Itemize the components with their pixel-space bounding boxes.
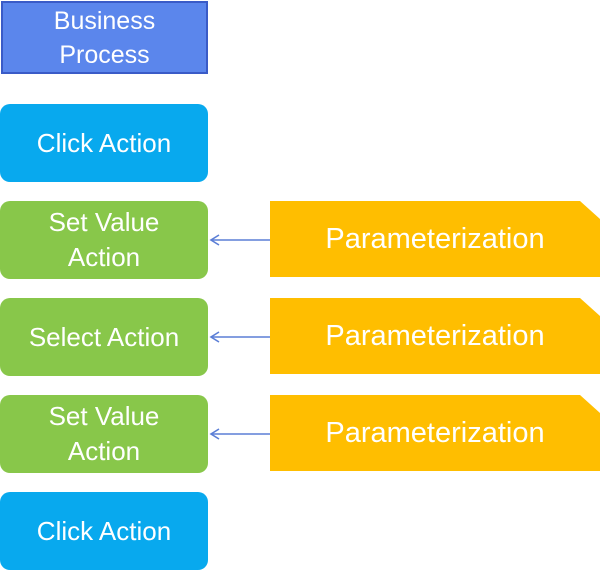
click-action-label-2: Click Action [36, 515, 172, 546]
parameterization-node-3: Parameterization [270, 395, 600, 471]
select-action-node: Select Action [0, 298, 208, 376]
click-action-label-1: Click Action [36, 127, 172, 158]
connector-arrow-2 [209, 331, 270, 343]
parameterization-node-1: Parameterization [270, 201, 600, 277]
parameterization-node-2: Parameterization [270, 298, 600, 374]
click-action-node-1: Click Action [0, 104, 208, 182]
parameterization-label-1: Parameterization [325, 222, 545, 255]
business-process-node: Business Process [1, 1, 208, 74]
set-value-action-node-1: Set Value Action [0, 201, 208, 279]
parameterization-label-2: Parameterization [325, 319, 545, 352]
set-value-action-node-2: Set Value Action [0, 395, 208, 473]
set-value-action-label-1: Set Value Action [48, 207, 160, 272]
click-action-node-2: Click Action [0, 492, 208, 570]
parameterization-label-3: Parameterization [325, 416, 545, 449]
select-action-label: Select Action [28, 321, 180, 352]
business-process-label: Business Process [53, 6, 156, 69]
connector-arrow-3 [209, 428, 270, 440]
connector-arrow-1 [209, 234, 270, 246]
set-value-action-label-2: Set Value Action [48, 401, 160, 466]
